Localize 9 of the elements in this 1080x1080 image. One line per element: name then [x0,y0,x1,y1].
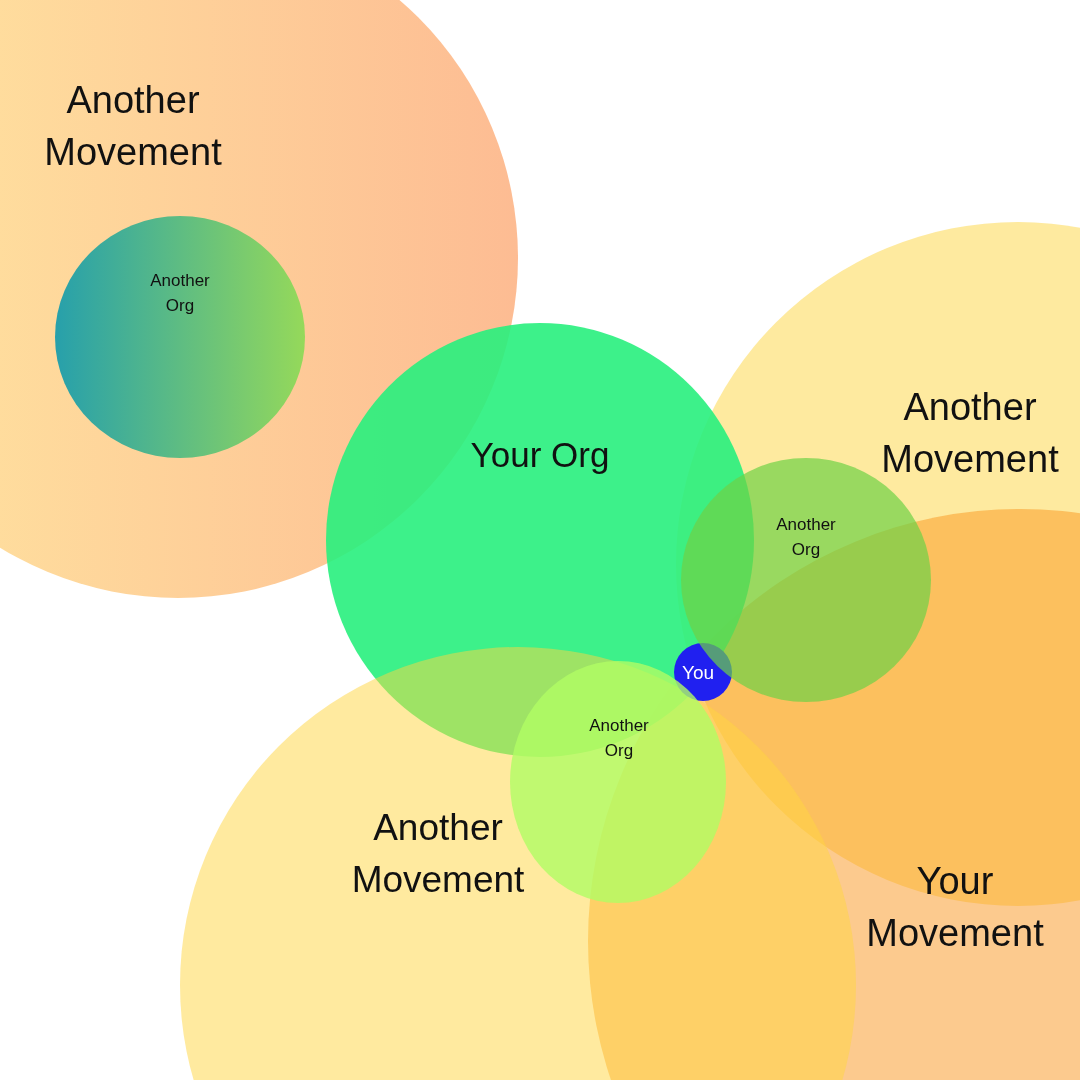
circle-label: Another Org [150,270,210,317]
circle-label: Another Org [589,715,649,762]
circle-label: Another Movement [44,78,222,175]
circle-label: Another Movement [351,806,525,902]
circle-label: Your Movement [866,859,1044,956]
circle-label: You [681,661,715,685]
circle-label: Another Org [776,514,836,561]
circle-label: Your Org [470,434,610,476]
circle-label: Another Movement [881,385,1059,482]
